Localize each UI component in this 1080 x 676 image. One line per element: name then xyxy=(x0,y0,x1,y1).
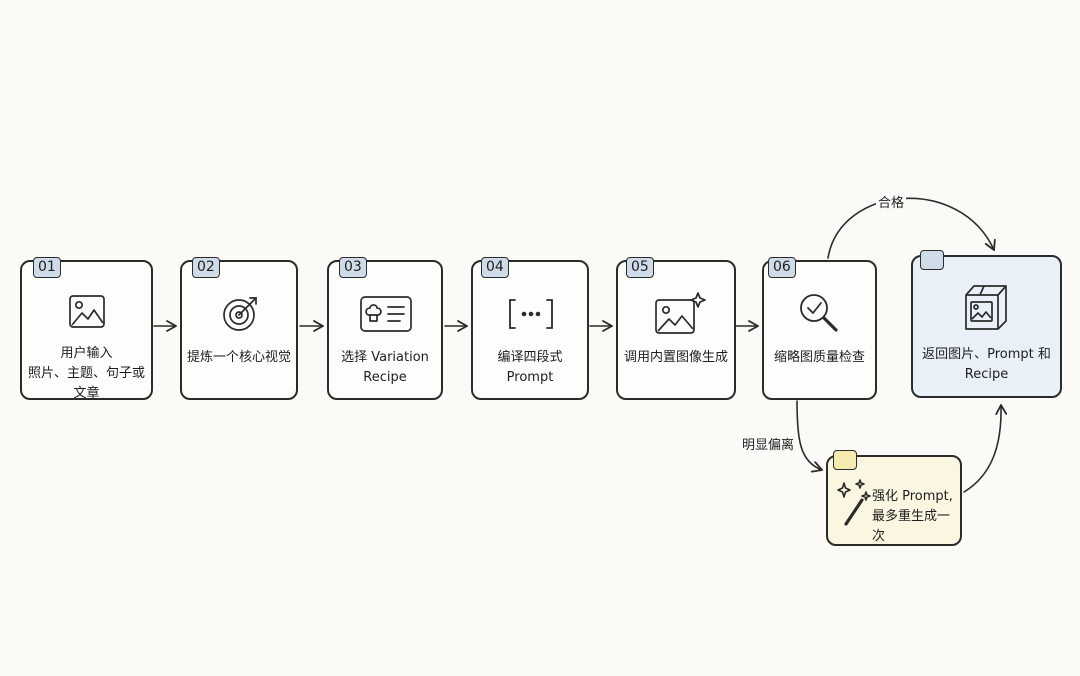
recipe-card-icon xyxy=(360,296,412,332)
brackets-icon xyxy=(509,299,553,329)
step-number-01: 01 xyxy=(33,257,61,278)
step-01-title: 用户输入 xyxy=(60,346,113,361)
step-box-06: 缩略图质量检查 xyxy=(762,260,877,400)
step-box-01: 用户输入 照片、主题、句子或文章 xyxy=(20,260,153,401)
step-04-subtitle: Prompt xyxy=(506,370,554,385)
step-box-05: 调用内置图像生成 xyxy=(616,260,736,400)
step-04-title: 编译四段式 xyxy=(497,350,563,365)
output-title: 返回图片、Prompt 和 xyxy=(922,347,1051,362)
magnify-check-icon xyxy=(800,294,838,332)
target-icon xyxy=(223,297,257,331)
retry-subtitle: 最多重生成一次 xyxy=(872,509,951,544)
arrow-retry-to-output xyxy=(963,404,1008,493)
step-03-title: 选择 Variation xyxy=(341,350,429,365)
retry-box: 强化 Prompt, 最多重生成一次 xyxy=(826,455,962,546)
step-number-06: 06 xyxy=(768,257,796,278)
step-01-subtitle: 照片、主题、句子或文章 xyxy=(27,366,145,401)
step-06-title: 缩略图质量检查 xyxy=(773,350,865,365)
step-box-04: 编译四段式 Prompt xyxy=(471,260,589,400)
magic-wand-icon xyxy=(837,479,871,526)
step-number-03: 03 xyxy=(339,257,367,278)
retry-title: 强化 Prompt, xyxy=(872,489,953,504)
step-box-02: 提炼一个核心视觉 xyxy=(180,260,298,400)
package-image-icon xyxy=(965,285,1007,330)
step-05-title: 调用内置图像生成 xyxy=(623,350,728,365)
step-number-04: 04 xyxy=(481,257,509,278)
step-02-title: 提炼一个核心视觉 xyxy=(186,350,291,365)
arrow-deviate-to-retry xyxy=(796,400,823,473)
edge-label-deviate: 明显偏离 xyxy=(740,434,797,453)
step-number-02: 02 xyxy=(192,257,220,278)
output-tag xyxy=(920,250,944,270)
retry-tag xyxy=(833,450,857,470)
arrow-pass-to-output xyxy=(827,197,996,259)
step-03-subtitle: Recipe xyxy=(363,370,407,385)
image-sparkle-icon xyxy=(655,292,706,334)
image-icon xyxy=(69,295,105,328)
step-number-05: 05 xyxy=(626,257,654,278)
output-box: 返回图片、Prompt 和 Recipe xyxy=(911,255,1062,398)
edge-label-pass: 合格 xyxy=(876,192,907,211)
step-box-03: 选择 Variation Recipe xyxy=(327,260,443,400)
output-subtitle: Recipe xyxy=(964,367,1009,382)
